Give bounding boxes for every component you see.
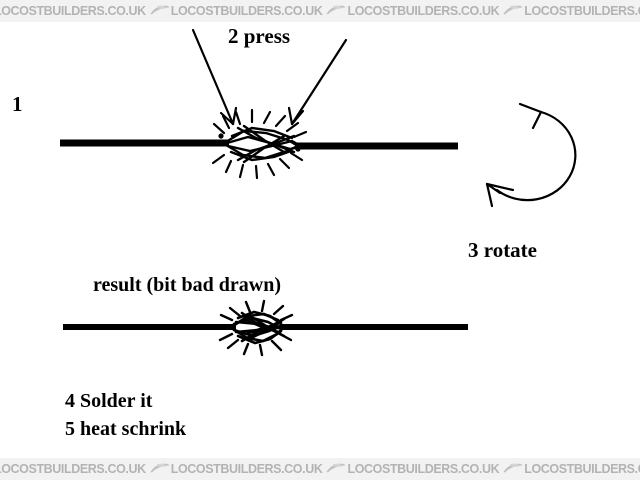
label-step-1: 1: [12, 92, 23, 116]
splice-scribble-bottom: [231, 310, 286, 345]
watermark-text: LOCOSTBUILDERS.CO.UK: [524, 4, 640, 18]
rotate-arrow-tail-bottom: [485, 182, 502, 195]
watermark-text: LOCOSTBUILDERS.CO.UK: [347, 4, 500, 18]
watermark-text: LOCOSTBUILDERS.CO.UK: [0, 4, 146, 18]
press-arrow-left-head: [219, 111, 235, 126]
watermark-text: LOCOSTBUILDERS.CO.UK: [347, 462, 500, 476]
wire-top-left-end-dot: [218, 133, 224, 139]
press-arrow-right: [290, 38, 348, 126]
car-logo-icon: [326, 5, 346, 15]
splice-strand-flicks-bottom: [218, 299, 294, 357]
label-step-5-heatshrink: 5 heat schrink: [65, 418, 187, 440]
watermark-text: LOCOSTBUILDERS.CO.UK: [170, 4, 323, 18]
rotate-arrow-head-top: [518, 102, 543, 114]
wire-top-right-end-dot: [295, 146, 301, 152]
watermark-text: LOCOSTBUILDERS.CO.UK: [0, 462, 146, 476]
wire-top: [60, 108, 458, 180]
press-arrow-left: [191, 28, 235, 126]
label-step-4-solder: 4 Solder it: [65, 390, 153, 412]
car-logo-icon: [326, 463, 346, 473]
rotate-arrow-head-bottom: [485, 182, 515, 192]
watermark-bottom-text-row: LOCOSTBUILDERS.CO.UK LOCOSTBUILDERS.CO.UK…: [0, 458, 640, 480]
press-arrow-left-head2: [231, 106, 238, 126]
rotate-arrow-arc: [495, 110, 577, 202]
rotate-arrow-head-bottom2: [485, 182, 494, 208]
label-result: result (bit bad drawn): [93, 274, 281, 296]
press-arrow-right-head2: [287, 106, 294, 126]
rotate-arrow-head-top2: [531, 110, 543, 130]
car-logo-icon: [150, 463, 170, 473]
watermark-band-bottom: LOCOSTBUILDERS.CO.UK LOCOSTBUILDERS.CO.UK…: [0, 458, 640, 480]
car-logo-icon: [503, 5, 523, 15]
splice-strand-flicks-top: [211, 108, 308, 180]
car-logo-icon: [503, 463, 523, 473]
wire-bottom: [63, 299, 468, 357]
splice-scribble-top: [224, 124, 301, 164]
watermark-text: LOCOSTBUILDERS.CO.UK: [524, 462, 640, 476]
rotate-arrow: [485, 102, 577, 208]
watermark-top-text-row: LOCOSTBUILDERS.CO.UK LOCOSTBUILDERS.CO.UK…: [0, 0, 640, 22]
watermark-text: LOCOSTBUILDERS.CO.UK: [170, 462, 323, 476]
press-arrow-right-head: [290, 109, 305, 126]
label-step-3-rotate: 3 rotate: [468, 238, 537, 262]
label-step-2-press: 2 press: [228, 24, 291, 48]
press-arrows: [191, 28, 348, 126]
car-logo-icon: [150, 5, 170, 15]
watermark-band-top: LOCOSTBUILDERS.CO.UK LOCOSTBUILDERS.CO.UK…: [0, 0, 640, 22]
